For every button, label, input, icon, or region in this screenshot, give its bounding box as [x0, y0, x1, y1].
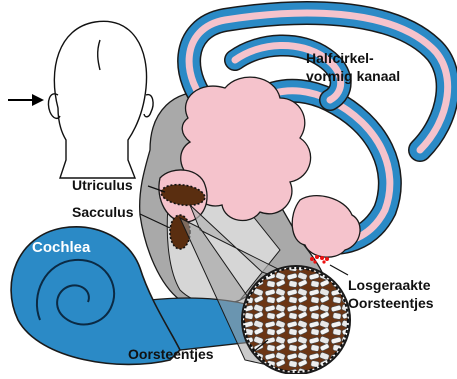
magnified-otoliths [242, 266, 350, 374]
label-dislodged-otoliths-line2: Oorsteentjes [348, 295, 434, 311]
label-saccule: Sacculus [72, 204, 133, 220]
pointer-arrow-icon [8, 94, 44, 106]
label-otoliths: Oorsteentjes [128, 346, 214, 362]
label-cochlea: Cochlea [32, 240, 90, 256]
label-dislodged-otoliths-line1: Losgeraakte [348, 277, 430, 293]
label-semicircular-canal-line1: Halfcirkel- [306, 50, 374, 66]
head-back-view-icon [48, 21, 153, 178]
label-semicircular-canal-line2: vormig kanaal [306, 68, 400, 84]
label-utricle: Utriculus [72, 177, 133, 193]
